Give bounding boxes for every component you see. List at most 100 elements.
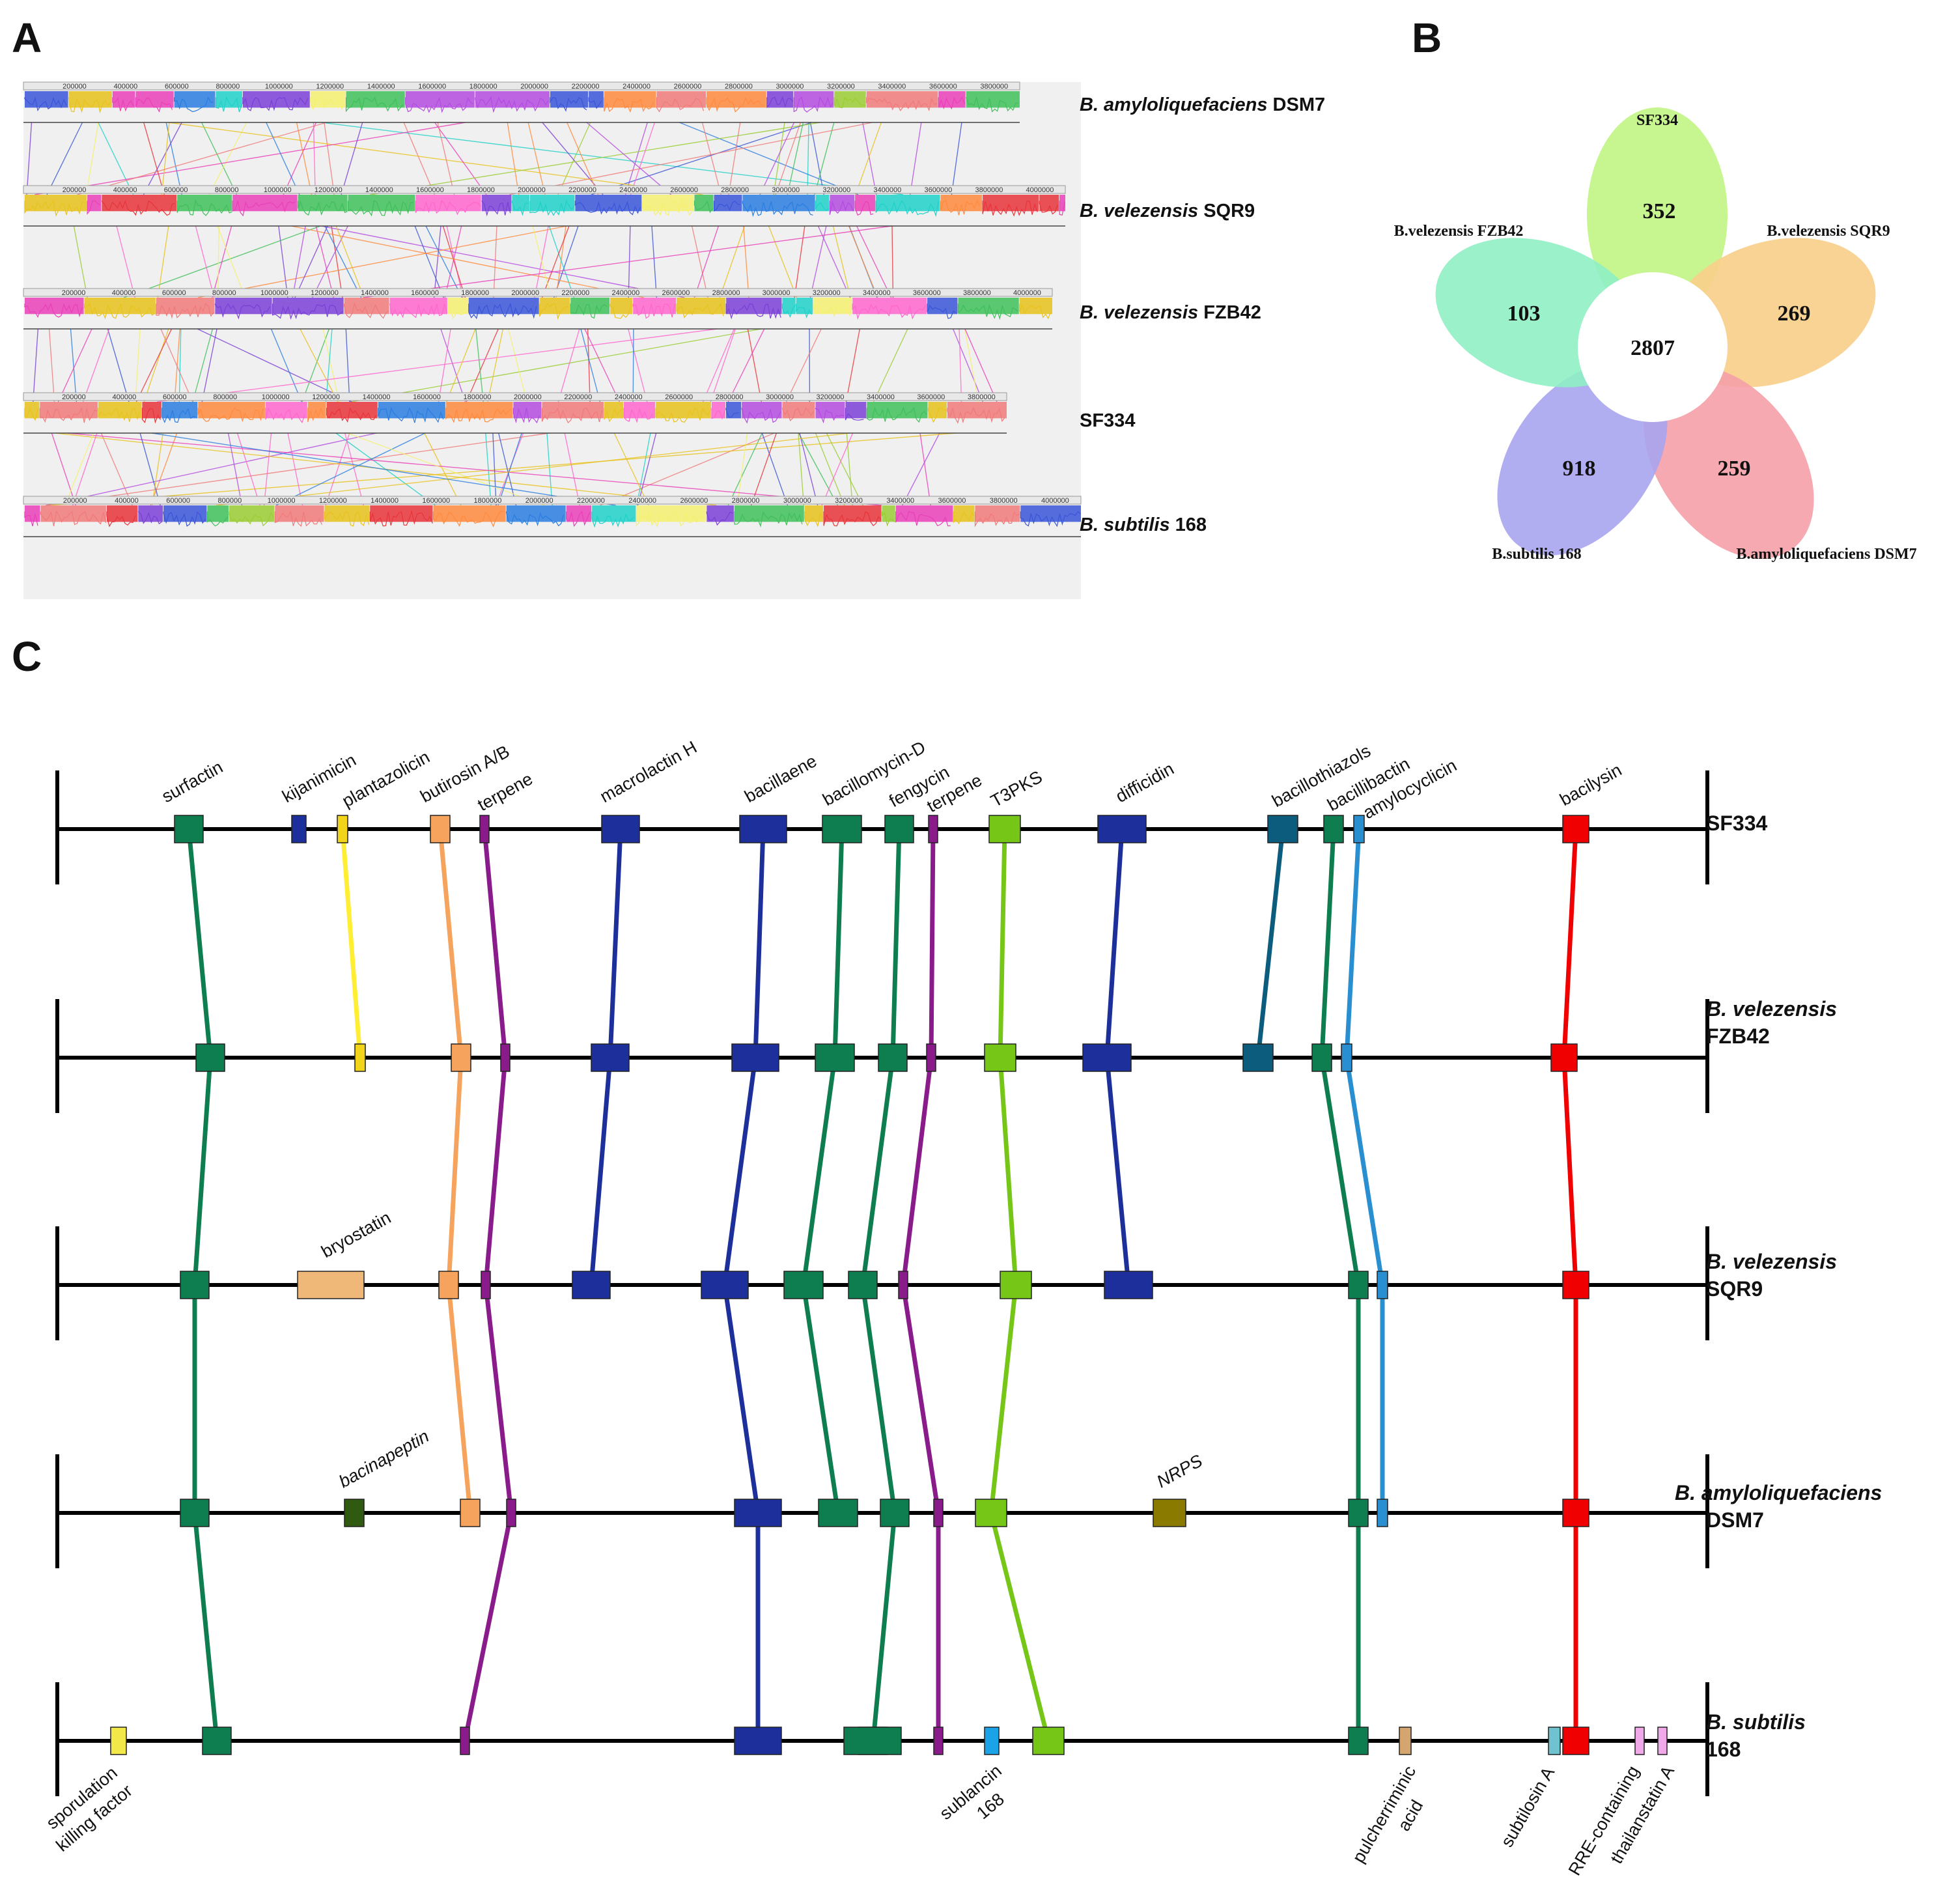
lcb-profile (947, 406, 1005, 424)
synteny-link (275, 432, 426, 506)
synteny-link (345, 328, 350, 402)
track-tick-label: 1200000 (311, 289, 339, 297)
lcb-profile (833, 96, 866, 109)
track-tick-label: 200000 (63, 83, 87, 91)
synteny-link (586, 122, 672, 195)
lcb-profile (529, 200, 575, 216)
lcb-block (966, 91, 1020, 108)
strain-label-sqr9-strain: SQR9 (1706, 1277, 1763, 1301)
cluster-link-bacillaene (722, 1057, 758, 1286)
track-tick-label: 1800000 (469, 83, 497, 91)
cluster-link-bacillomycin (832, 828, 845, 1058)
track-ruler (23, 81, 1020, 91)
cluster-box-bacillomycin (818, 1499, 858, 1527)
track-tick-label: 800000 (213, 393, 237, 401)
cluster-box-nrps (1153, 1499, 1186, 1527)
lcb-profile (24, 407, 38, 421)
cluster-box-bacilysin (1562, 1727, 1589, 1755)
lcb-block (845, 402, 867, 419)
lcb-block (1039, 195, 1059, 212)
track-tick-label: 2400000 (623, 83, 651, 91)
cluster-box-bacillibactin (1323, 815, 1344, 843)
lcb-profile (742, 201, 813, 218)
lcb-block (940, 195, 983, 212)
lcb-profile (866, 97, 937, 112)
cluster-link-butirosin (438, 828, 464, 1058)
lcb-profile (242, 96, 309, 111)
lcb-profile (137, 511, 162, 525)
cluster-link-terpene1 (483, 1057, 508, 1286)
synteny-link (270, 328, 302, 402)
cluster-box-surfactin (180, 1499, 210, 1527)
cluster-link-terpene2 (901, 1284, 941, 1514)
track-tick-label: 3000000 (776, 83, 804, 91)
cluster-box-sublancin (984, 1727, 1000, 1755)
cluster-link-plantazolicin (340, 828, 363, 1058)
synteny-link (424, 432, 462, 506)
lcb-block (539, 298, 570, 315)
lcb-profile (632, 303, 675, 319)
cluster-box-surfactin (195, 1043, 225, 1072)
lcb-profile (539, 303, 568, 320)
track-tick-label: 2800000 (716, 393, 744, 401)
lcb-block (953, 505, 975, 522)
synteny-link (217, 225, 246, 298)
cluster-labels-bottom: sporulation killing factor sublancin 168… (42, 1761, 1678, 1879)
lcb-profile (24, 302, 83, 318)
synteny-link (143, 122, 182, 195)
cluster-box-bacillibactin (1348, 1727, 1369, 1755)
cluster-box-amylocyclicin (1353, 815, 1365, 843)
track-tick-label: 1200000 (315, 186, 343, 194)
track-tick-label: 1400000 (371, 497, 399, 505)
synteny-link (466, 328, 499, 402)
track-tick-label: 1000000 (265, 83, 293, 91)
track-tick-label: 3400000 (863, 289, 891, 297)
venn-label-sqr9: B.velezensis SQR9 (1767, 223, 1890, 240)
lcb-profile (24, 199, 85, 217)
lcb-profile (895, 511, 951, 527)
strain-label-168-strain: 168 (1706, 1738, 1741, 1761)
synteny-link (798, 432, 805, 506)
track-tick-label: 3800000 (968, 393, 996, 401)
cluster-link-surfactin (192, 1057, 213, 1286)
lcb-block (642, 195, 694, 212)
synteny-link (815, 432, 845, 506)
cluster-box-bacillibactin (1311, 1043, 1332, 1072)
lcb-profile (713, 201, 740, 212)
track-tick-label: 4000000 (1026, 186, 1054, 194)
cluster-link-difficidin (1104, 828, 1125, 1058)
lcb-block (475, 91, 550, 108)
track-tick-label: 2000000 (511, 289, 539, 297)
synteny-link (321, 225, 685, 298)
synteny-link (45, 432, 550, 506)
cluster-link-difficidin (1104, 1057, 1131, 1286)
track-tick-label: 1000000 (262, 393, 290, 401)
lcb-block (852, 298, 927, 315)
synteny-link (761, 432, 789, 506)
synteny-link (628, 328, 648, 402)
synteny-link (768, 225, 798, 298)
synteny-link (964, 328, 998, 402)
label-t3pks: T3PKS (987, 767, 1045, 811)
synteny-link (440, 328, 466, 402)
track-tick-label: 800000 (215, 186, 239, 194)
lcb-profile (550, 97, 587, 112)
lcb-profile (98, 407, 141, 422)
lcb-block (265, 402, 307, 419)
synteny-link (98, 122, 134, 195)
cluster-box-bacillaene (731, 1043, 779, 1072)
lcb-block (766, 91, 794, 108)
synteny-link (313, 122, 316, 195)
venn-label-dsm7: B.amyloliquefaciens DSM7 (1736, 546, 1916, 563)
cluster-link-terpene1 (483, 1284, 514, 1514)
track-tick-label: 3400000 (867, 393, 895, 401)
synteny-link (370, 122, 820, 195)
strain-label-dsm7-species: B. amyloliquefaciens (1675, 1481, 1882, 1504)
lcb-profile (706, 511, 733, 526)
cluster-box-surfactin (202, 1727, 232, 1755)
synteny-link (693, 225, 720, 298)
cluster-box-bacillomycin (783, 1271, 824, 1299)
synteny-link (161, 122, 170, 195)
